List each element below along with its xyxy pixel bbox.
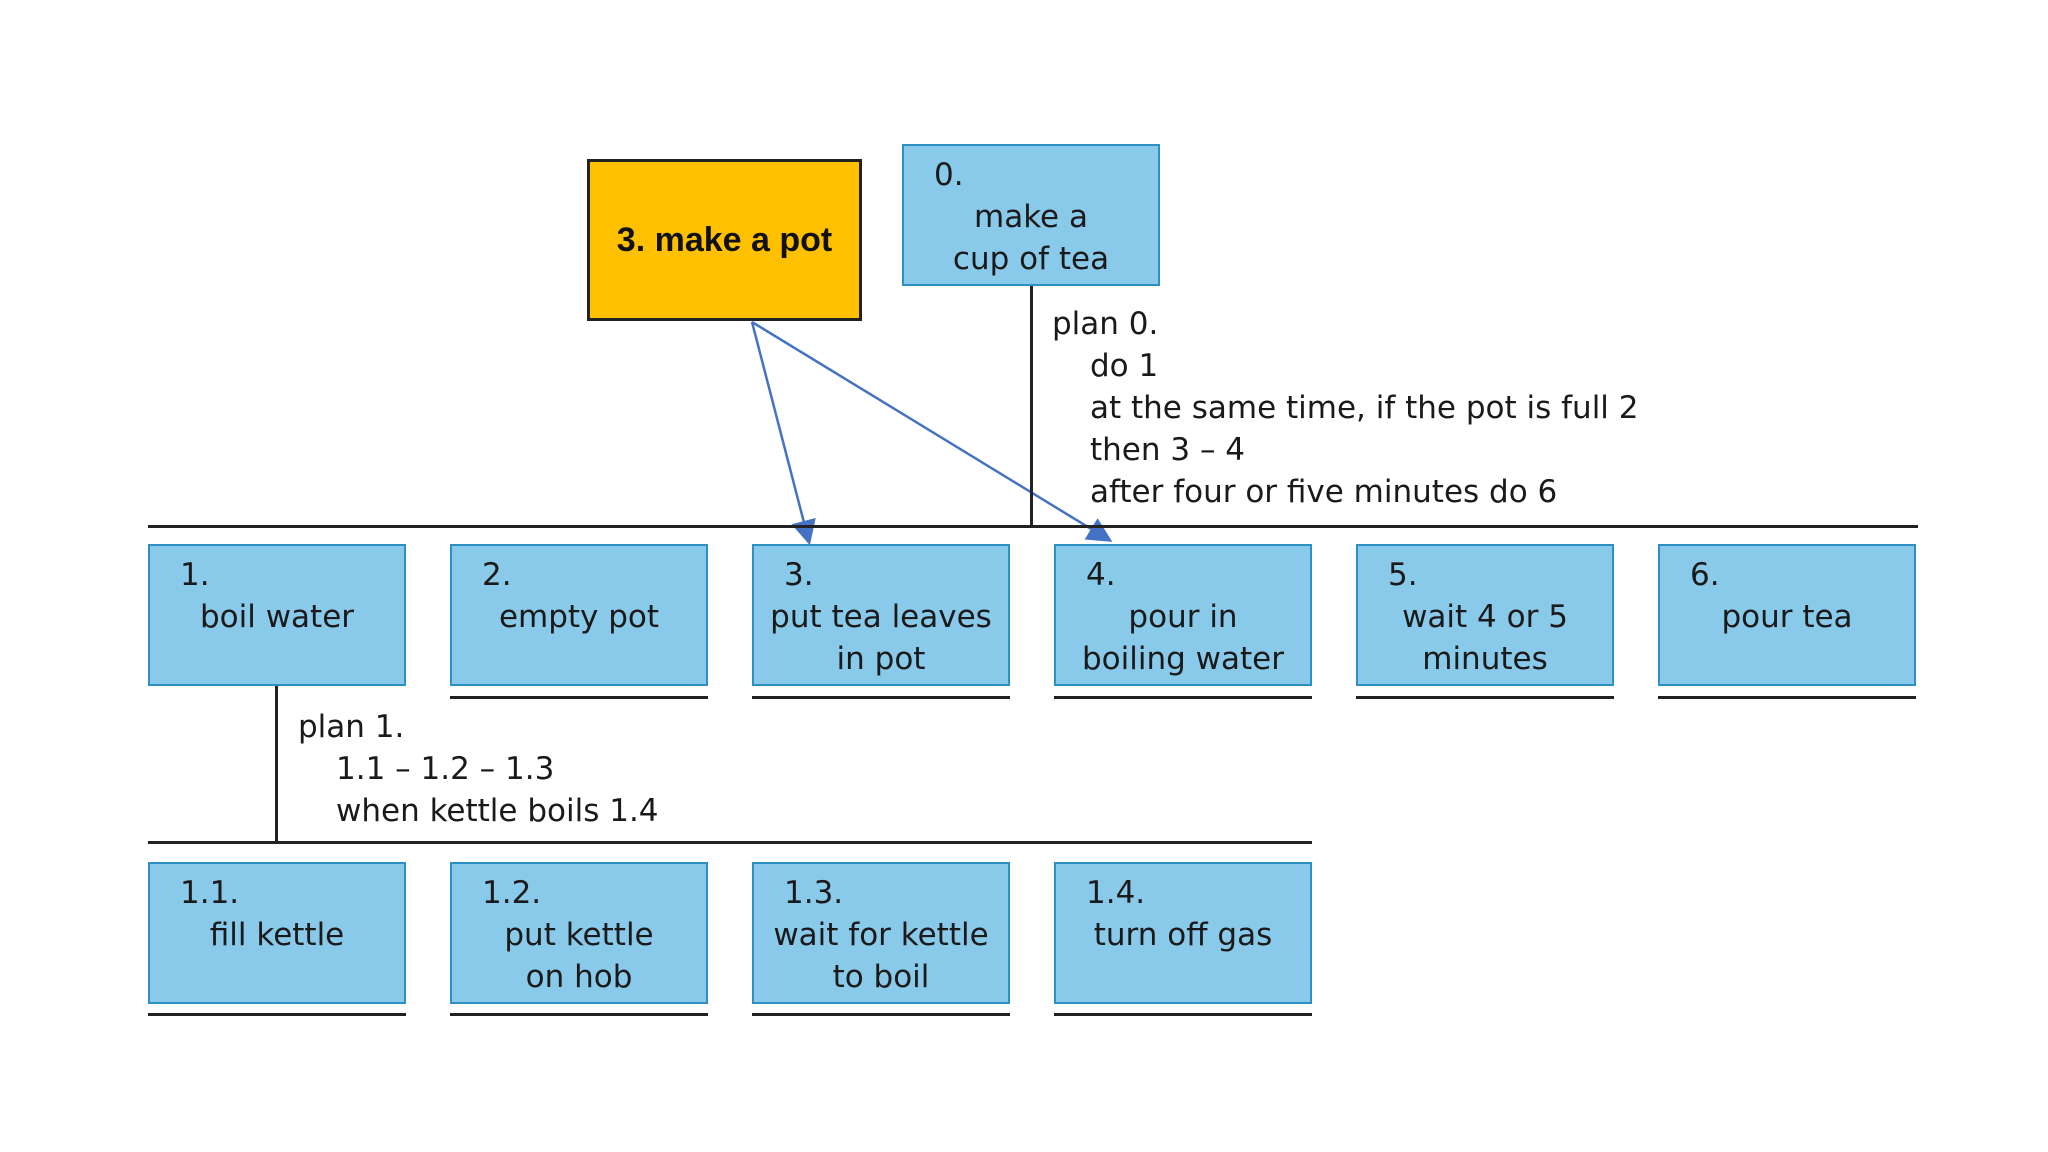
plan-1-line: when kettle boils 1.4	[336, 793, 659, 829]
highlight-label: 3. make a pot	[616, 220, 833, 259]
task-label: pour tea	[1721, 599, 1853, 635]
task-2-box: 2. empty pot	[450, 544, 708, 686]
task-label: empty pot	[498, 599, 660, 635]
leaf-underline	[752, 696, 1010, 699]
leaf-underline	[450, 696, 708, 699]
highlight-make-a-pot: 3. make a pot	[587, 159, 862, 321]
task-number: 1.4.	[1086, 875, 1146, 911]
task-number: 1.3.	[784, 875, 844, 911]
arrow-to-task-4	[751, 320, 1113, 542]
task-1-2-box: 1.2. put kettle on hob	[450, 862, 708, 1004]
leaf-underline	[1054, 696, 1312, 699]
task-label: wait 4 or 5 minutes	[1402, 599, 1568, 677]
task-number: 1.1.	[180, 875, 240, 911]
task-label: pour in boiling water	[1082, 599, 1284, 677]
leaf-underline	[1658, 696, 1916, 699]
plan-0: plan 0. do 1 at the same time, if the po…	[1052, 303, 1639, 513]
task-1-1-box: 1.1. fill kettle	[148, 862, 406, 1004]
plan-0-title: plan 0.	[1052, 306, 1159, 342]
plan-0-line: after four or five minutes do 6	[1090, 474, 1558, 510]
task-label: fill kettle	[209, 917, 345, 953]
plan-1-title: plan 1.	[298, 709, 405, 745]
task-number: 1.2.	[482, 875, 542, 911]
leaf-underline	[752, 1013, 1010, 1016]
task-label: put tea leaves in pot	[770, 599, 992, 677]
task-6-box: 6. pour tea	[1658, 544, 1916, 686]
task-number: 1.	[180, 557, 210, 593]
task-3-box: 3. put tea leaves in pot	[752, 544, 1010, 686]
leaf-underline	[1054, 1013, 1312, 1016]
plan-0-line: then 3 – 4	[1090, 432, 1246, 468]
task-4-box: 4. pour in boiling water	[1054, 544, 1312, 686]
leaf-underline	[450, 1013, 708, 1016]
leaf-underline	[148, 1013, 406, 1016]
task-number: 4.	[1086, 557, 1116, 593]
task-label: wait for kettle to boil	[773, 917, 989, 995]
root-connector	[1030, 286, 1033, 528]
root-task-label: make a cup of tea	[952, 199, 1110, 277]
root-task-number: 0.	[934, 157, 964, 193]
plan-0-line: do 1	[1090, 348, 1159, 384]
plan-0-line: at the same time, if the pot is full 2	[1090, 390, 1639, 426]
task-number: 6.	[1690, 557, 1720, 593]
level-2-bar	[148, 841, 1312, 844]
task-label: turn off gas	[1093, 917, 1273, 953]
task-1-connector	[275, 686, 278, 844]
task-number: 5.	[1388, 557, 1418, 593]
task-1-4-box: 1.4. turn off gas	[1054, 862, 1312, 1004]
task-1-box: 1. boil water	[148, 544, 406, 686]
task-label: boil water	[199, 599, 355, 635]
plan-1: plan 1. 1.1 – 1.2 – 1.3 when kettle boil…	[298, 706, 659, 832]
task-number: 3.	[784, 557, 814, 593]
task-5-box: 5. wait 4 or 5 minutes	[1356, 544, 1614, 686]
arrow-to-task-3	[750, 321, 816, 546]
task-1-3-box: 1.3. wait for kettle to boil	[752, 862, 1010, 1004]
plan-1-line: 1.1 – 1.2 – 1.3	[336, 751, 555, 787]
root-task-box: 0. make a cup of tea	[902, 144, 1160, 286]
task-label: put kettle on hob	[504, 917, 654, 995]
level-1-bar	[148, 525, 1918, 528]
leaf-underline	[1356, 696, 1614, 699]
task-number: 2.	[482, 557, 512, 593]
